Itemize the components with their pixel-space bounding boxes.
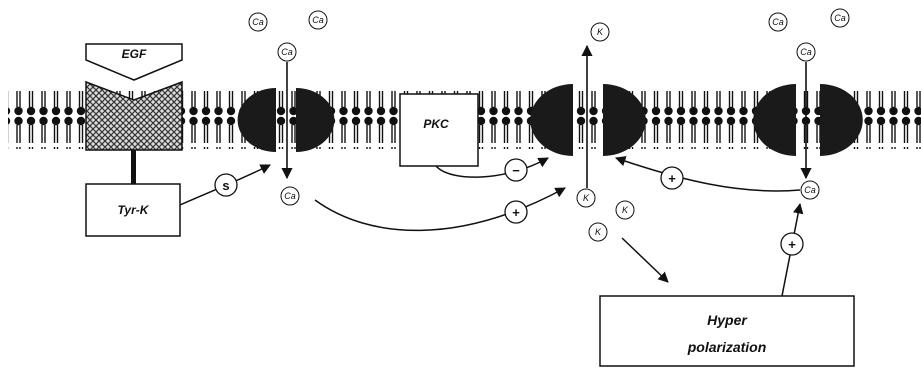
svg-text:s: s (222, 178, 229, 193)
svg-text:−: − (512, 163, 520, 178)
svg-text:Ca: Ca (804, 185, 816, 195)
svg-text:K: K (622, 205, 629, 215)
svg-text:Ca: Ca (772, 17, 784, 27)
svg-text:K: K (597, 27, 604, 37)
ca-ion-top-2b: Ca (831, 9, 849, 27)
svg-text:+: + (512, 205, 520, 220)
ca-k-plus-sign: + (505, 201, 527, 223)
ca-to-k-arrow (315, 188, 565, 230)
pkc-box: PKC (400, 94, 478, 166)
ca-ion-bottom-2: Ca (801, 181, 819, 199)
hyperpolarization-box: Hyper polarization (600, 296, 854, 366)
svg-text:Ca: Ca (312, 15, 324, 25)
hyper-label-line1: Hyper (707, 312, 748, 328)
ca2-k-plus-sign: + (661, 167, 683, 189)
pkc-minus-sign: − (505, 159, 527, 181)
egf-receptor: EGF (86, 44, 182, 184)
k-ion-top: K (591, 23, 609, 41)
svg-text:+: + (668, 171, 676, 186)
svg-text:Ca: Ca (284, 191, 296, 201)
pkc-label: PKC (423, 117, 449, 131)
k-ion-bottom-2: K (616, 201, 634, 219)
svg-text:Ca: Ca (800, 47, 812, 57)
ca-ion-top-2a: Ca (769, 13, 787, 31)
k-ion-bottom-3: K (589, 223, 607, 241)
ca2-to-k-arrow (616, 158, 800, 191)
hyper-label-line2: polarization (687, 339, 767, 355)
tyr-sign: s (215, 174, 237, 196)
ca-ion-top-1b: Ca (309, 11, 327, 29)
ca-ion-top-1a: Ca (249, 13, 267, 31)
svg-text:Ca: Ca (834, 13, 846, 23)
k-ion-bottom-1: K (577, 189, 595, 207)
tyr-kinase-box: Tyr-K (86, 184, 180, 236)
ca-ion-top-2c: Ca (797, 43, 815, 61)
svg-text:K: K (583, 193, 590, 203)
tyr-k-label: Tyr-K (118, 203, 150, 217)
svg-text:Ca: Ca (281, 47, 293, 57)
svg-text:Ca: Ca (252, 17, 264, 27)
k-to-hyper-arrow (622, 238, 668, 282)
svg-text:K: K (595, 227, 602, 237)
egf-label: EGF (122, 47, 147, 61)
svg-text:+: + (788, 237, 796, 252)
ca-ion-bottom-1: Ca (281, 187, 299, 205)
ca-ion-top-1c: Ca (278, 43, 296, 61)
hyper-plus-sign: + (781, 233, 803, 255)
